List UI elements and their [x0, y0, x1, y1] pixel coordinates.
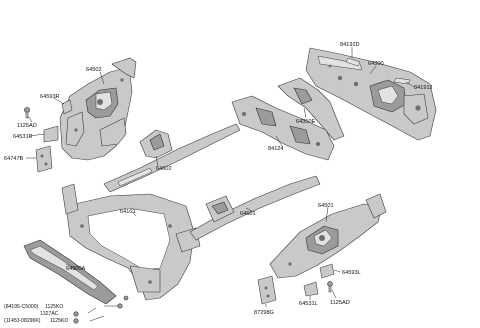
label-64593L[interactable]: 64593L: [342, 270, 361, 276]
label-64531R[interactable]: 64531R: [13, 134, 33, 140]
label-64531L[interactable]: 64531L: [299, 301, 318, 307]
label-64602[interactable]: 64602: [156, 166, 172, 172]
label-1125AD-top[interactable]: 1125AD: [17, 123, 37, 129]
label-64747B[interactable]: 64747B: [4, 156, 24, 162]
part-84192D: [345, 57, 361, 67]
part-87298G: [257, 275, 277, 305]
label-11453-08296K[interactable]: (11453-08296K): [4, 318, 41, 324]
label-64900A[interactable]: 64900A: [66, 266, 86, 272]
part-64601: [189, 175, 321, 241]
part-1125AD-top: [24, 107, 30, 119]
label-64300[interactable]: 64300: [368, 61, 384, 67]
label-84124[interactable]: 84124: [268, 146, 284, 152]
part-labels: 64502 64593R 1125AD 64531R 64747B 64602 …: [4, 42, 433, 324]
part-64531L: [303, 281, 319, 297]
part-64101: [61, 183, 201, 301]
label-84195-C5000[interactable]: (84195-C5000): [4, 304, 39, 310]
label-1125AD-bottom[interactable]: 1125AD: [330, 300, 350, 306]
part-64747B: [35, 145, 53, 173]
label-1125KO-b[interactable]: 1125KO: [50, 318, 68, 324]
label-1125KO-a[interactable]: 1125KO: [45, 304, 63, 310]
label-84192D[interactable]: 84192D: [340, 42, 360, 48]
label-84191J[interactable]: 84191J: [414, 85, 433, 91]
part-64531R: [43, 125, 59, 143]
fastener-cluster-bottom-left: [73, 295, 129, 324]
part-64593L: [319, 263, 335, 279]
part-84124: [231, 95, 335, 161]
label-64501[interactable]: 64501: [318, 203, 334, 209]
label-64593R[interactable]: 64593R: [40, 94, 60, 100]
label-64502[interactable]: 64502: [86, 67, 102, 73]
label-64101[interactable]: 64101: [120, 209, 136, 215]
leader-lines: [26, 47, 415, 322]
part-64502: [59, 57, 137, 161]
part-64900A: [23, 239, 117, 305]
part-64501: [269, 193, 387, 279]
part-64593R: [61, 99, 73, 115]
part-64350E: [277, 77, 345, 141]
part-64602: [103, 123, 241, 193]
label-64601[interactable]: 64601: [240, 211, 256, 217]
label-64350E[interactable]: 64350E: [296, 119, 316, 125]
part-64300: [305, 47, 437, 141]
label-87298G[interactable]: 87298G: [254, 310, 274, 316]
label-1327AC[interactable]: 1327AC: [40, 311, 59, 317]
part-1125AD-bottom: [327, 281, 333, 293]
part-84191J: [393, 77, 411, 85]
